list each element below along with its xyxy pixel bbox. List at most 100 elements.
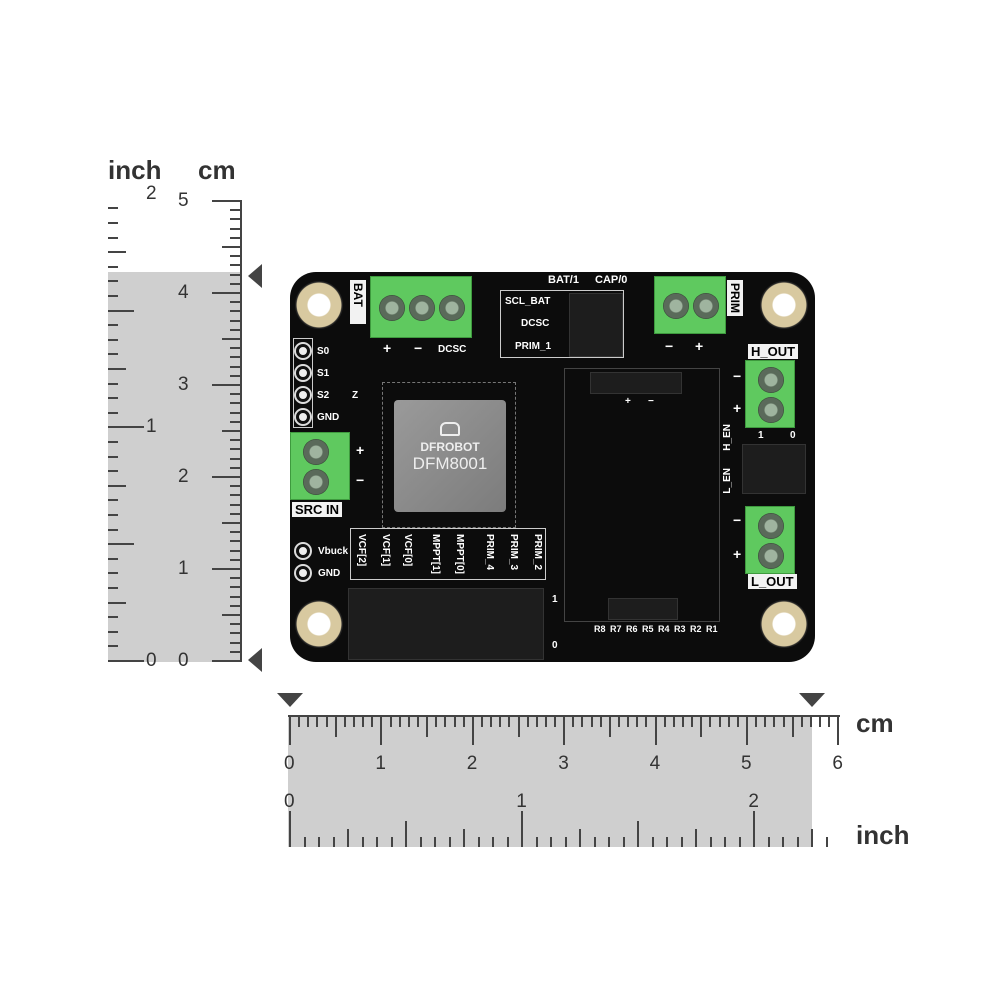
cm-tick [230, 623, 242, 626]
l-out-terminal[interactable] [745, 506, 795, 574]
cm-tick [709, 715, 712, 727]
cm-tick [663, 715, 666, 727]
cm-tick [230, 448, 242, 451]
cm-tick [212, 660, 242, 662]
cm-tick [389, 715, 392, 727]
cm-tick [672, 715, 675, 727]
cm-tick [222, 338, 242, 340]
cm-tick [746, 715, 748, 745]
resistor-label: R2 [690, 624, 702, 634]
config-one: 1 [552, 594, 558, 605]
mount-hole [295, 281, 343, 329]
pin-gnd[interactable] [296, 410, 310, 424]
inch-tick [753, 811, 756, 847]
resistor-label: R6 [626, 624, 638, 634]
cm-tick [230, 310, 242, 313]
inch-tick [108, 338, 118, 341]
cm-tick [230, 549, 242, 552]
cm-label: 0 [178, 650, 189, 671]
inch-tick [108, 543, 134, 546]
config-label: VCF[0] [402, 534, 413, 567]
dfm8001-board: BAT + − DCSC BAT/1 CAP/0 SCL_BAT DCSC PR… [290, 272, 815, 662]
cm-tick [212, 200, 242, 202]
inch-tick [796, 837, 799, 847]
resistor-label: R5 [642, 624, 654, 634]
inch-tick [108, 616, 118, 619]
bat-label: BAT [350, 280, 366, 324]
en-jumper-header[interactable] [742, 444, 806, 494]
h-out-label: H_OUT [748, 344, 799, 359]
h-out-minus: − [733, 368, 742, 384]
inch-tick [108, 222, 118, 224]
cm-tick [230, 503, 242, 506]
pin-vbuck[interactable] [296, 544, 310, 558]
label-vbuck-gnd: GND [318, 568, 341, 579]
config-label: VCF[1] [380, 534, 391, 567]
cm-label: 3 [558, 753, 569, 774]
inch-tick [108, 499, 118, 502]
pin-vbuck-gnd[interactable] [296, 566, 310, 580]
cm-tick [212, 568, 242, 570]
inch-tick [724, 837, 727, 847]
cm-tick [736, 715, 739, 727]
h-out-terminal[interactable] [745, 360, 795, 428]
inch-tick [108, 207, 118, 210]
screw-icon [303, 469, 329, 495]
cm-tick [307, 715, 310, 727]
inch-tick [521, 811, 524, 847]
cm-label: 1 [375, 753, 386, 774]
cm-tick [371, 715, 374, 727]
src-in-terminal[interactable] [290, 432, 350, 500]
screw-icon [758, 513, 784, 539]
inch-tick [738, 837, 741, 847]
cm-tick [773, 715, 776, 727]
cm-tick [517, 715, 520, 737]
h-en-label: H_EN [722, 424, 733, 451]
prim-terminal[interactable] [654, 276, 726, 334]
inch-label: 1 [146, 416, 157, 438]
cm-tick [627, 715, 630, 727]
cm-tick [230, 420, 242, 423]
l-out-minus: − [733, 512, 742, 528]
inch-tick [108, 411, 118, 414]
cm-tick [222, 246, 242, 248]
cm-tick [837, 715, 840, 745]
inch-tick [593, 837, 596, 847]
pin-s0[interactable] [296, 344, 310, 358]
inch-tick [695, 829, 698, 847]
cm-tick [764, 715, 767, 727]
cm-tick [289, 715, 291, 745]
cm-tick [407, 715, 410, 727]
module-bottom-header[interactable] [608, 598, 678, 620]
inch-tick [108, 470, 118, 473]
module-plus: + [625, 396, 631, 407]
cm-label: 1 [178, 558, 189, 579]
bat-cap-header[interactable] [569, 293, 623, 357]
module-top-header[interactable] [590, 372, 682, 394]
cm-tick [618, 715, 621, 727]
cm-tick [599, 715, 602, 727]
pin-s1[interactable] [296, 366, 310, 380]
inch-tick [811, 829, 814, 847]
config-jumper-header[interactable] [348, 588, 544, 660]
cm-tick [230, 512, 242, 515]
mount-hole [760, 281, 808, 329]
left-marker-icon [277, 693, 303, 707]
cm-tick [230, 595, 242, 598]
top-marker-icon [248, 264, 262, 288]
pin-s2[interactable] [296, 388, 310, 402]
dfrobot-logo-icon [440, 422, 460, 436]
s-pin-header [293, 338, 313, 428]
cm-tick [755, 715, 758, 727]
screw-icon [379, 295, 405, 321]
en-one: 1 [758, 430, 764, 441]
cm-tick [362, 715, 365, 727]
cm-tick [471, 715, 474, 745]
cm-tick [230, 604, 242, 607]
cm-tick [212, 292, 242, 294]
cm-tick [230, 466, 242, 469]
inch-tick [289, 811, 291, 847]
cm-tick [499, 715, 502, 727]
mount-hole [295, 600, 343, 648]
bat-terminal[interactable] [370, 276, 472, 338]
